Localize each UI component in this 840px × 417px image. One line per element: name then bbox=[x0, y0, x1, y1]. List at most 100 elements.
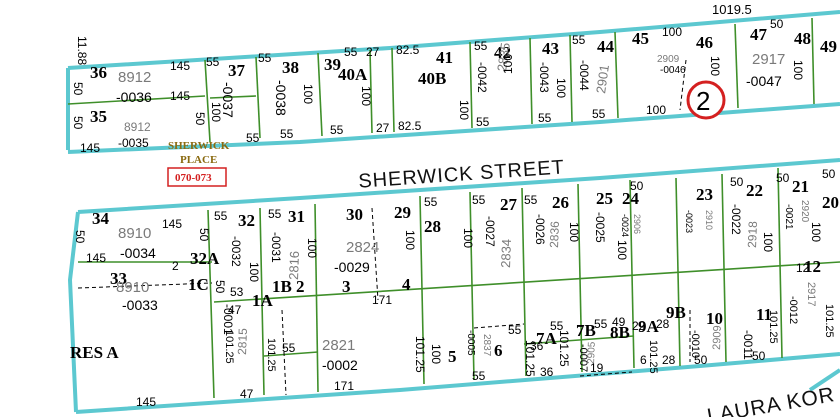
lot-number: 9B bbox=[666, 303, 686, 322]
parcel-sub: -0022 bbox=[729, 204, 743, 235]
parcel-sub: -0036 bbox=[116, 89, 152, 105]
lot-number: 32A bbox=[190, 249, 220, 268]
parcel-id: 8912 bbox=[118, 69, 151, 86]
dimension-label: 55 bbox=[330, 123, 344, 137]
dimension-label: 55 bbox=[550, 319, 564, 333]
parcel-sub: -0025 bbox=[593, 212, 607, 243]
dimension-label: 55 bbox=[206, 55, 220, 69]
parcel-sub: -0037 bbox=[220, 82, 236, 118]
parcel-sub: -0031 bbox=[269, 232, 283, 263]
dimension-label: 27 bbox=[366, 45, 380, 59]
lot-number: 40A bbox=[338, 65, 368, 84]
lot-number: 33 bbox=[110, 269, 127, 288]
lot-number: 25 bbox=[596, 189, 613, 208]
lot-number: 26 bbox=[552, 193, 569, 212]
dimension-label: 100 bbox=[461, 228, 475, 248]
lot-number: 30 bbox=[346, 205, 363, 224]
block-boundary bbox=[66, 10, 840, 414]
dimension-label: 55 bbox=[524, 193, 538, 207]
lot-number: 37 bbox=[228, 61, 246, 80]
dimension-label: 145 bbox=[162, 217, 182, 231]
dimension-label: 50 bbox=[193, 112, 207, 126]
lot-number: 43 bbox=[542, 39, 559, 58]
dimension-label: 145 bbox=[170, 89, 190, 103]
dimension-label: 2 bbox=[172, 259, 179, 273]
dimension-label: 55 bbox=[472, 369, 486, 383]
dimension-label: 101.25 bbox=[523, 340, 537, 377]
top-right-dim: 1019.5 bbox=[712, 2, 752, 17]
parcel-id: 2815 bbox=[235, 328, 250, 355]
dimension-label: 55 bbox=[268, 207, 282, 221]
dimension-label: 100 bbox=[567, 222, 581, 242]
dimension-label: 100 bbox=[305, 238, 319, 258]
parcel-sub: -0046 bbox=[660, 65, 686, 76]
lot-number: 49 bbox=[820, 37, 837, 56]
parcel-sub: -0012 bbox=[787, 296, 799, 324]
parcel-sub: -0032 bbox=[229, 236, 243, 267]
lot-number: 20 bbox=[822, 193, 839, 212]
dimension-label: 47 bbox=[228, 303, 242, 317]
subdivision-plan-box bbox=[167, 167, 227, 187]
parcel-sub: -0007 bbox=[577, 344, 589, 372]
lot-number: 8B bbox=[610, 323, 630, 342]
dimension-label: 100 bbox=[359, 86, 373, 106]
dimension-label: 100 bbox=[809, 222, 823, 242]
lot-number: 2 bbox=[296, 277, 305, 296]
parcel-sub: -0043 bbox=[537, 62, 551, 93]
lot-number: 3 bbox=[342, 277, 351, 296]
lot-number: 48 bbox=[794, 29, 811, 48]
parcel-id: 2918 bbox=[745, 221, 760, 248]
lot-number: 23 bbox=[696, 185, 713, 204]
lot-number: 10 bbox=[706, 309, 723, 328]
dimension-label: 55 bbox=[474, 39, 488, 53]
dimension-label: 145 bbox=[80, 141, 100, 155]
dimension-label: 50 bbox=[630, 179, 644, 193]
dimension-label: 55 bbox=[572, 33, 586, 47]
parcel-id: 2824 bbox=[346, 239, 379, 256]
dimension-label: 50 bbox=[730, 175, 744, 189]
parcel-id: 2821 bbox=[322, 337, 355, 354]
dimension-label: 55 bbox=[508, 323, 522, 337]
parcel-id: 2917 bbox=[805, 282, 817, 306]
dimension-label: 12 bbox=[796, 261, 810, 275]
dimension-label: 55 bbox=[538, 111, 552, 125]
dimension-label: 50 bbox=[71, 116, 85, 130]
lot-number: 7B bbox=[576, 321, 596, 340]
dimension-label: 50 bbox=[71, 82, 85, 96]
south-dimensions: 145 145 2 145 50 50 55 55 55 53 47 47 50… bbox=[73, 167, 836, 409]
lot-number: 36 bbox=[90, 63, 107, 82]
dimension-label: 55 bbox=[472, 193, 486, 207]
lot-number: 40B bbox=[418, 69, 446, 88]
dimension-label: 47 bbox=[240, 387, 254, 401]
dimension-label: 100 bbox=[761, 232, 775, 252]
dimension-label: 55 bbox=[424, 195, 438, 209]
lot-number: 7A bbox=[536, 329, 558, 348]
lot-number: 42 bbox=[494, 43, 511, 62]
lot-number: 39 bbox=[324, 55, 341, 74]
parcel-sub: -0027 bbox=[483, 216, 497, 247]
parcel-id: 2816 bbox=[286, 251, 302, 280]
dimension-label: 100 bbox=[646, 103, 666, 117]
parcel-sub: -0044 bbox=[577, 60, 591, 91]
dimension-label: 50 bbox=[694, 353, 708, 367]
lot-number: 27 bbox=[500, 195, 518, 214]
dimension-label: 100 bbox=[708, 56, 722, 76]
parcel-sub: -0023 bbox=[684, 210, 694, 233]
parcel-id: 2909 bbox=[657, 54, 680, 65]
lot-number: 1B bbox=[272, 277, 292, 296]
dimension-label: 50 bbox=[822, 167, 836, 181]
dimension-label: 101.25 bbox=[223, 330, 235, 364]
dimension-label: 55 bbox=[246, 131, 260, 145]
dimension-label: 100 bbox=[457, 100, 471, 120]
page-marker-circle bbox=[686, 80, 726, 120]
dimension-label: 100 bbox=[301, 84, 315, 104]
lot-number: 24 bbox=[622, 189, 640, 208]
dimension-label: 145 bbox=[86, 251, 106, 265]
top-left-dim: 11.88 bbox=[75, 36, 89, 65]
dimension-label: 55 bbox=[214, 209, 228, 223]
parcel-sub: -0010 bbox=[689, 330, 701, 358]
dimension-label: 55 bbox=[476, 115, 490, 129]
subdivision-name-line2: PLACE bbox=[180, 154, 217, 166]
dimension-label: 171 bbox=[334, 379, 354, 393]
